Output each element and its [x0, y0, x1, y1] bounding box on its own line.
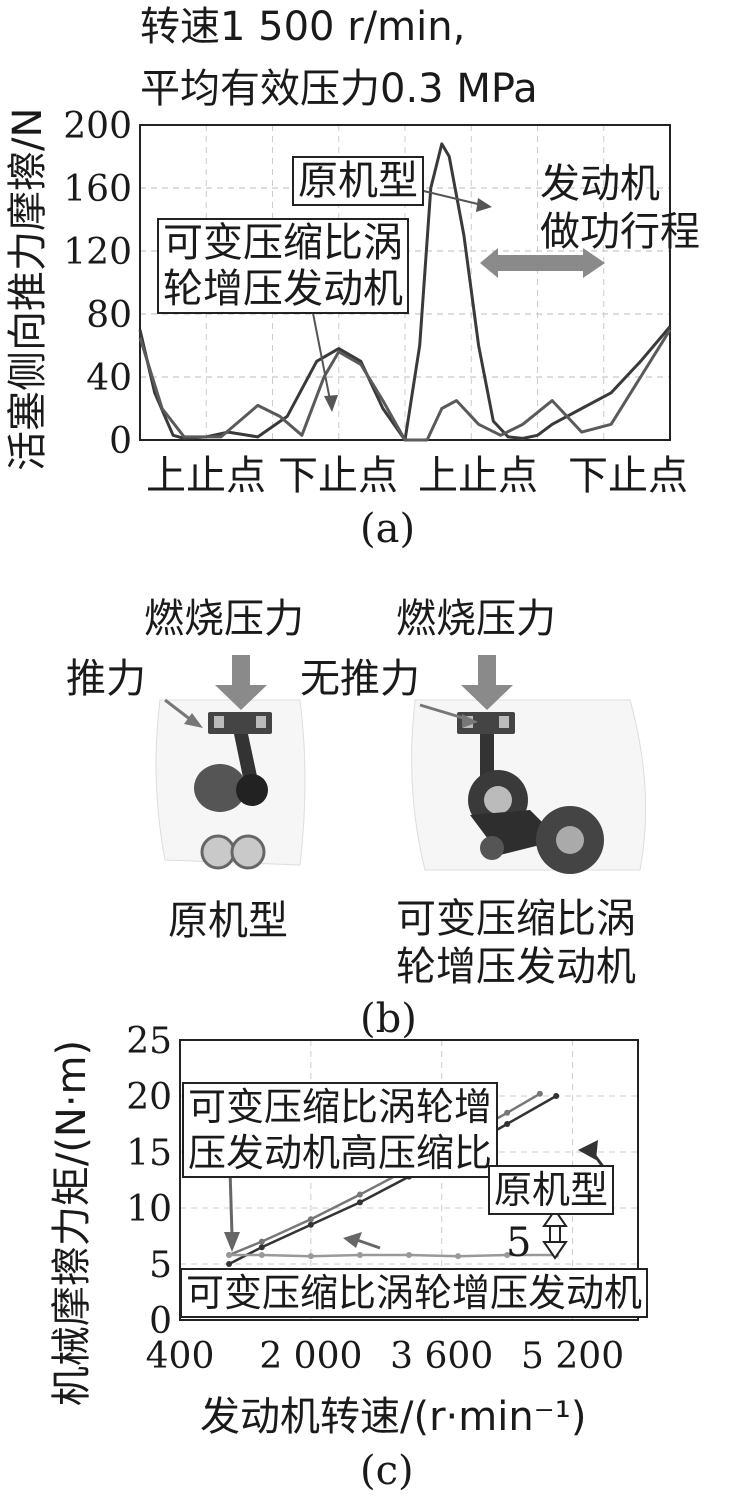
panel-c-data-point [356, 1252, 363, 1259]
panel-c-x-tick-label: 2 000 [259, 1336, 362, 1377]
panel-c-data-point [226, 1252, 233, 1259]
panel-c-data-point [406, 1252, 412, 1259]
panel-c-series-line-2 [229, 1253, 557, 1258]
panel-a-y-tick-label: 80 [86, 295, 132, 336]
annotation-vcr-engine: 可变压缩比涡 轮增压发动机 [157, 218, 409, 314]
panel-c-series [226, 1090, 560, 1267]
vcr-engine-diagram [411, 655, 647, 874]
panel-c-caption: (c) [360, 1448, 414, 1494]
panel-c-data-point [258, 1244, 265, 1251]
vcr-pointer-arrowhead [324, 395, 338, 412]
difference-double-arrow [542, 1208, 568, 1260]
panel-a-y-ticks: 0 40 80 120 160 200 [63, 106, 132, 462]
high-cr-pointer [228, 1169, 234, 1236]
panel-c-data-point [553, 1093, 560, 1099]
no-thrust-label: 无推力 [300, 656, 420, 702]
panel-a-y-tick-label: 120 [63, 232, 132, 273]
thrust-label: 推力 [66, 656, 146, 702]
annotation-original: 原机型 [292, 156, 424, 206]
right-combustion-label: 燃烧压力 [396, 596, 556, 642]
right-pressure-arrowhead [461, 685, 513, 710]
panel-a-caption: (a) [360, 506, 416, 552]
panel-a-y-tick-label: 160 [63, 169, 132, 210]
panel-c-data-point [536, 1090, 543, 1097]
left-crank [236, 774, 268, 806]
panel-c-x-tick-label: 3 600 [390, 1336, 493, 1377]
annotation-power-stroke: 发动机 做功行程 [540, 160, 700, 256]
panel-c-data-point [307, 1221, 314, 1228]
annotation-high-line2: 压发动机高压缩比 [188, 1131, 493, 1175]
panel-c-plot-frame [179, 1039, 639, 1321]
left-pressure-arrowhead [215, 685, 267, 710]
annotation-original-c: 原机型 [488, 1165, 615, 1215]
right-engine-caption: 可变压缩比涡 轮增压发动机 [396, 895, 636, 991]
right-connecting-rod [480, 734, 494, 782]
panel-c-data-point [504, 1252, 511, 1259]
panel-a-series-line-0 [138, 142, 672, 442]
right-pressure-arrow-shaft [478, 655, 496, 687]
right-engine-caption-line2: 轮增压发动机 [396, 944, 636, 990]
panel-a-header-line1: 转速1 500 r/min, [140, 4, 466, 50]
panel-c-x-tick-label: 5 200 [521, 1336, 624, 1377]
panel-c-series-line-1 [228, 1092, 541, 1257]
panel-c-data-point [504, 1121, 511, 1127]
panel-b-caption: (b) [360, 996, 417, 1042]
panel-c-series-line-0 [228, 1094, 557, 1266]
panel-c-data-point [258, 1252, 265, 1259]
panel-a-y-tick-label: 0 [109, 421, 132, 462]
x-tick-tdc-2: 上止点 [418, 453, 538, 499]
annotation-vcr-line2: 轮增压发动机 [163, 266, 403, 312]
right-engine-caption-line1: 可变压缩比涡 [396, 896, 636, 942]
vcr-pointer-line [311, 307, 331, 401]
panel-c-data-point [455, 1253, 462, 1260]
panel-a-y-tick-label: 40 [86, 358, 132, 399]
original-engine-diagram [155, 655, 306, 870]
panel-a-header-line2: 平均有效压力0.3 MPa [140, 66, 538, 112]
panel-c-y-tick-label: 20 [126, 1077, 172, 1118]
annotation-stroke-line2: 做功行程 [540, 209, 700, 255]
panel-a-series-line-1 [138, 329, 672, 442]
left-counterweight [194, 764, 246, 812]
panel-c-data-point [258, 1238, 265, 1245]
panel-a-series [138, 142, 672, 442]
vcr-pointer [343, 1232, 362, 1248]
left-pressure-arrow-shaft [232, 655, 250, 687]
panel-a-y-tick-label: 200 [63, 106, 132, 147]
annotation-high-compression: 可变压缩比涡轮增 压发动机高压缩比 [182, 1082, 499, 1178]
panel-c-y-tick-label: 10 [126, 1189, 172, 1230]
panel-c-data-point [356, 1191, 363, 1198]
no-thrust-pointer-arrow [462, 714, 478, 728]
left-engine-caption: 原机型 [168, 898, 288, 944]
annotation-high-line1: 可变压缩比涡轮增 [188, 1085, 493, 1129]
panel-c-data-point [504, 1109, 511, 1116]
panel-c-y-tick-label: 0 [149, 1301, 172, 1342]
power-stroke-arrow [480, 248, 605, 278]
annotation-vcr-line1: 可变压缩比涡 [163, 220, 403, 266]
panel-c-y-tick-label: 25 [126, 1021, 172, 1062]
panel-c-data-point [226, 1261, 233, 1267]
annotation-vcr-c: 可变压缩比涡轮增压发动机 [180, 1268, 649, 1318]
panel-c-data-point [356, 1199, 363, 1206]
x-tick-bdc-2: 下止点 [568, 453, 688, 499]
x-tick-bdc-1: 下止点 [278, 453, 398, 499]
panel-c-xlabel: 发动机转速/(r·min⁻¹) [200, 1394, 587, 1440]
panel-c-y-tick-label: 15 [126, 1133, 172, 1174]
panel-c-data-point [307, 1216, 314, 1223]
difference-label: 5 [506, 1220, 532, 1266]
panel-c-y-tick-label: 5 [149, 1245, 172, 1286]
panel-c-x-ticks: 400 2 000 3 600 5 200 [146, 1336, 624, 1377]
thrust-pointer-arrow [184, 713, 203, 728]
panel-c-y-ticks: 0 5 10 15 20 25 [126, 1021, 172, 1342]
original-pointer-arrowhead [476, 198, 492, 212]
x-tick-tdc-1: 上止点 [146, 453, 266, 499]
panel-c-x-tick-label: 400 [146, 1336, 215, 1377]
left-combustion-label: 燃烧压力 [144, 596, 304, 642]
annotation-stroke-line1: 发动机 [540, 161, 660, 207]
panel-b-illustration [155, 655, 647, 874]
panel-c-data-point [307, 1253, 314, 1260]
